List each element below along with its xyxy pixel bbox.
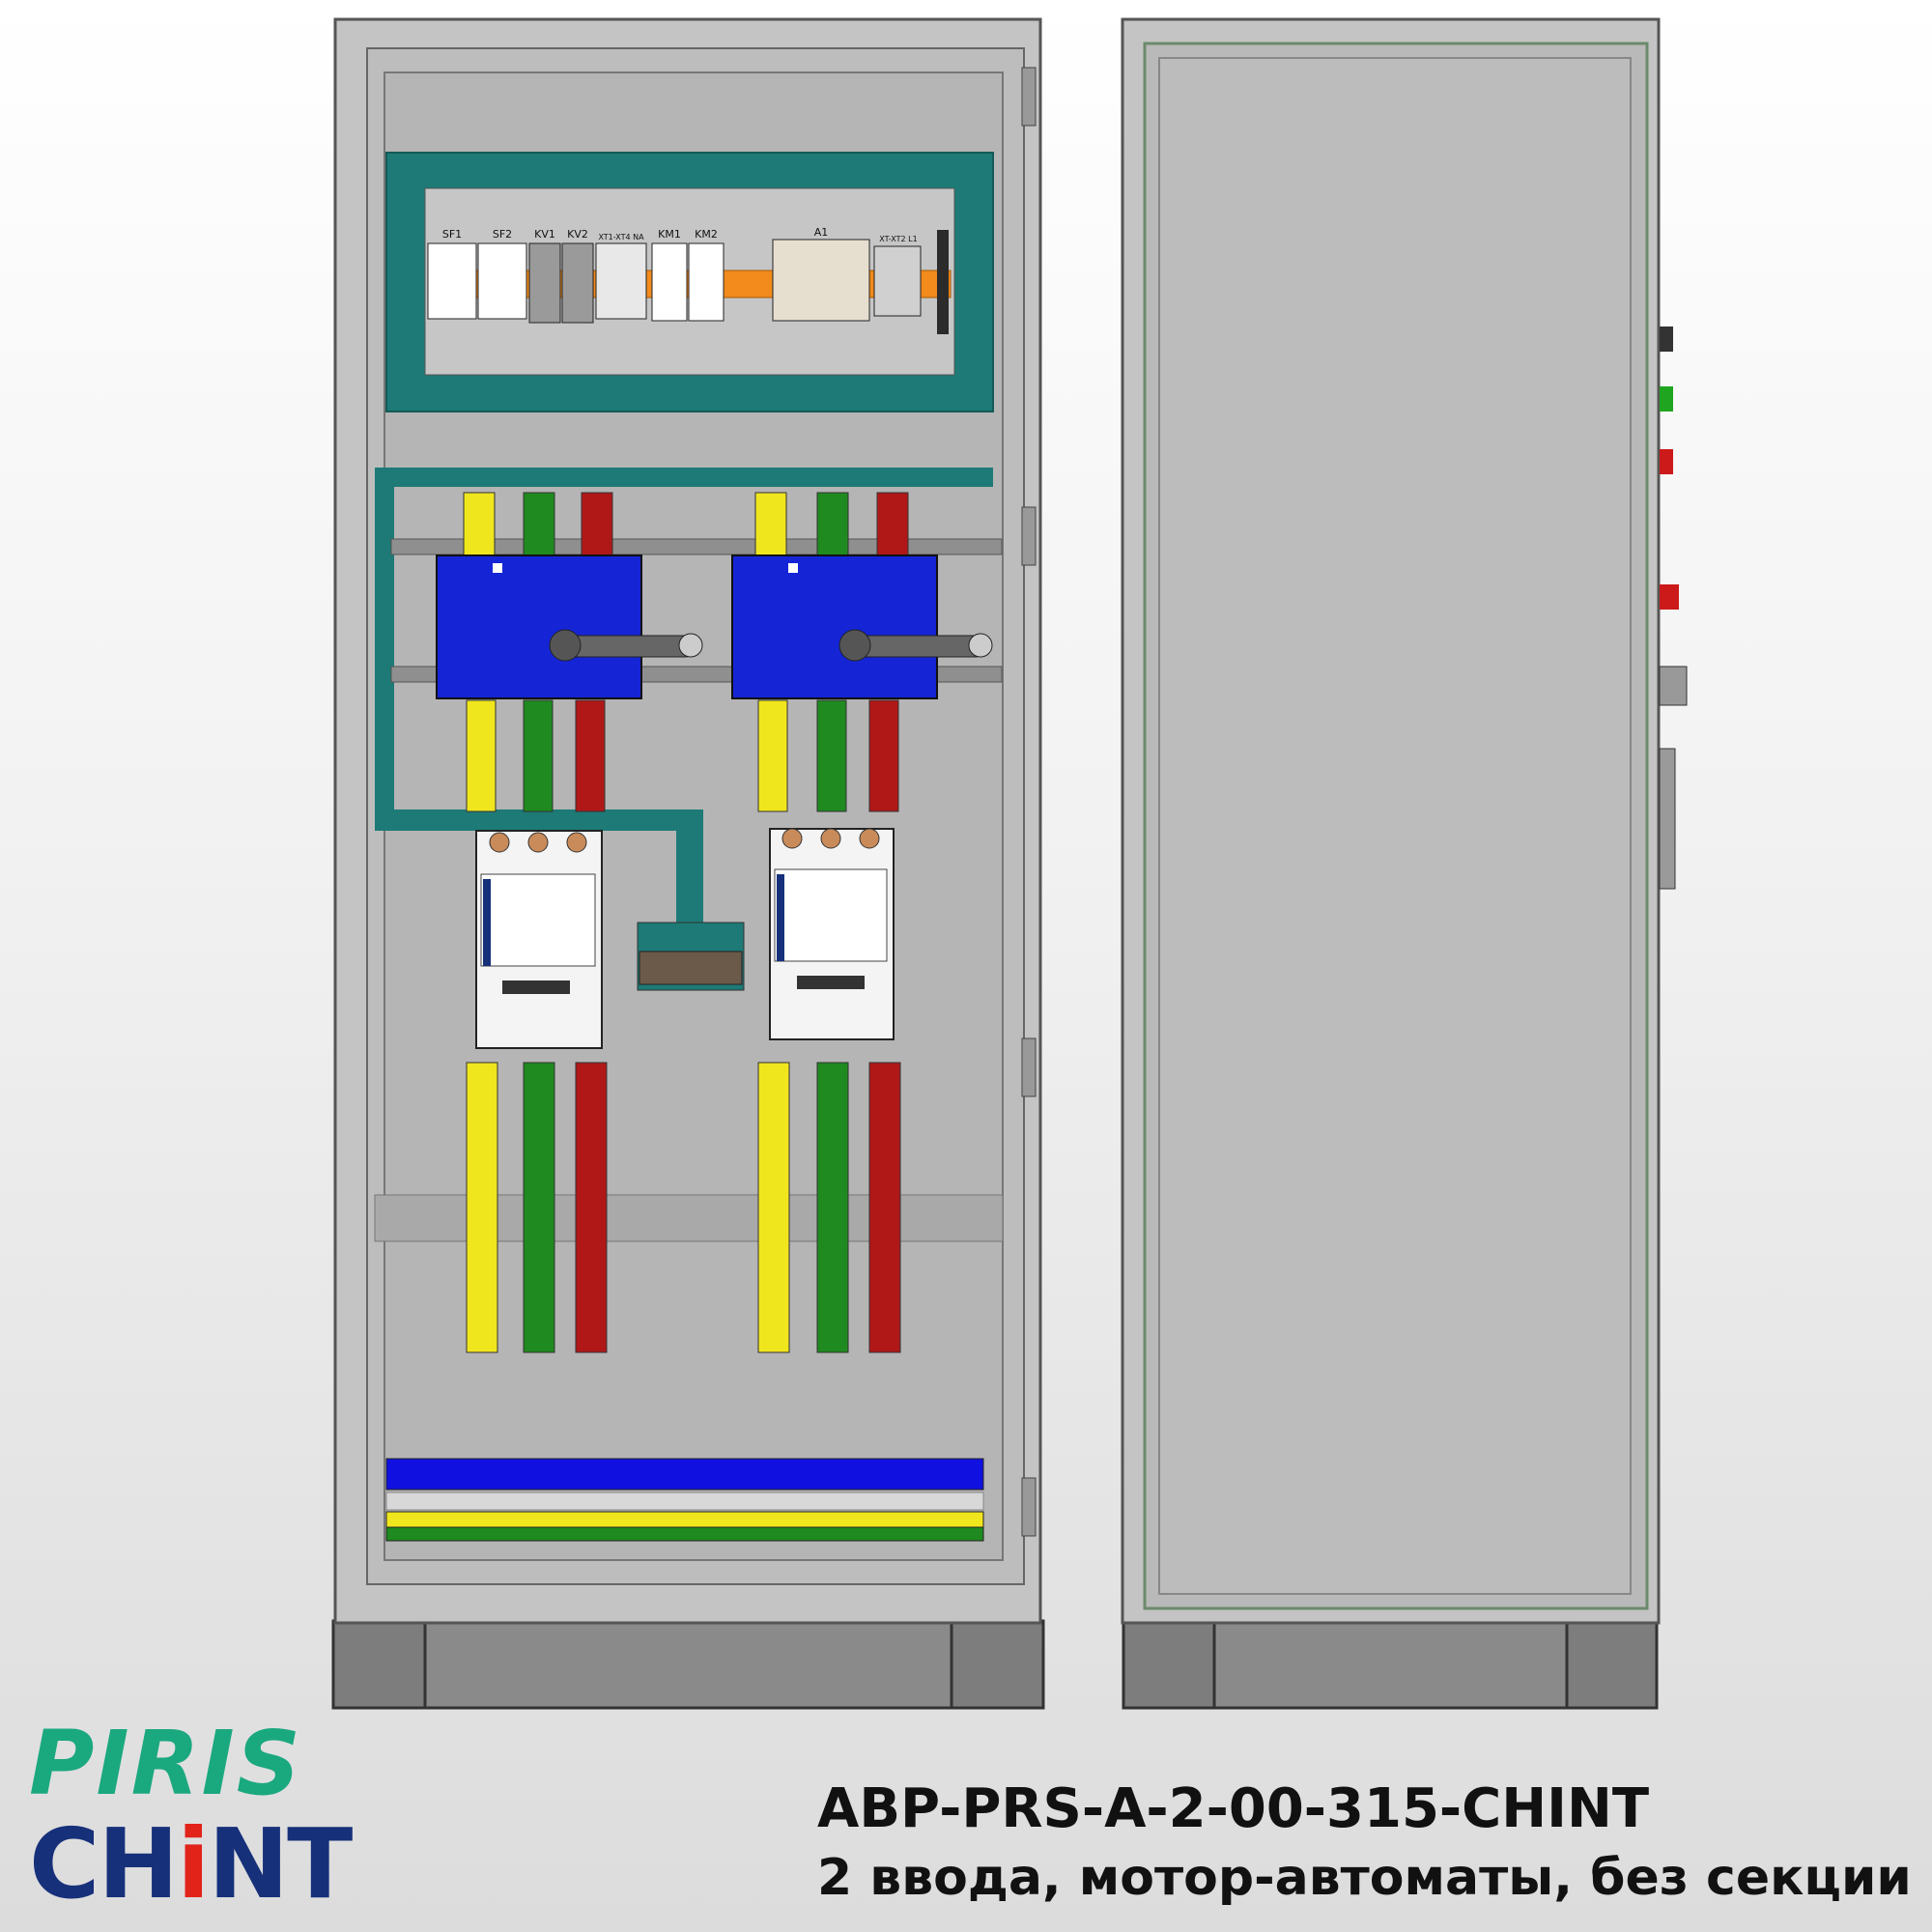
- busbar-l1-bottom-2: [757, 1062, 790, 1353]
- teal-duct-vertical: [375, 468, 394, 825]
- breaker-1-lug: [566, 832, 587, 853]
- selector-switch: [1659, 666, 1688, 706]
- label-a1: A1: [814, 226, 829, 239]
- switch-1-knob: [678, 633, 703, 658]
- busbar-l3-bottom-2: [868, 1062, 901, 1353]
- bar-support: [385, 1492, 984, 1511]
- breaker-sf1: [427, 242, 477, 320]
- contactor-km2: [688, 242, 724, 322]
- busbar-l2-bottom-1: [523, 1062, 555, 1353]
- switch-2-pivot: [838, 629, 871, 662]
- busbar-l3-bottom-1: [575, 1062, 608, 1353]
- product-description: 2 ввода, мотор-автоматы, без секции: [817, 1849, 1912, 1907]
- breaker-sf2: [477, 242, 527, 320]
- terminals-mid: [595, 242, 647, 320]
- relay-kv2: [561, 242, 594, 324]
- label-mid: XT1-XT4 NA: [598, 233, 644, 242]
- busbar-l2-mid-1: [523, 699, 554, 812]
- breaker-2-lug: [820, 828, 841, 849]
- chint-wordmark-end: NT: [208, 1807, 353, 1920]
- label-km2: KM2: [695, 228, 718, 241]
- teal-duct-horizontal: [375, 468, 993, 487]
- hinge: [1021, 1477, 1037, 1537]
- hinge: [1021, 1037, 1037, 1097]
- red-lamp: [1660, 449, 1673, 474]
- busbar-l1-mid-1: [466, 699, 497, 812]
- busbar-l1-mid-2: [757, 699, 788, 812]
- door-handle: [1659, 748, 1676, 890]
- piris-wordmark: PIRIS: [29, 1712, 302, 1815]
- hinge: [1021, 67, 1037, 127]
- busbar-l3-top-1: [581, 492, 613, 561]
- label-kv2: KV2: [567, 228, 588, 241]
- breaker-1-lug: [527, 832, 549, 853]
- pe-bar-green: [385, 1526, 984, 1542]
- switch-2-window: [788, 563, 798, 573]
- busbar-l3-top-2: [876, 492, 909, 561]
- breaker-1-lug: [489, 832, 510, 853]
- cabinet-drawing: SF1 SF2 KV1 KV2 XT1-XT4 NA KM1 KM2 A1 XT…: [331, 17, 1688, 1710]
- controller-a1: [772, 239, 870, 322]
- busbar-l1-top-2: [754, 492, 787, 561]
- busbar-l1-top-1: [463, 492, 496, 561]
- emergency-button: [1660, 584, 1679, 610]
- terminal-box-row: [639, 951, 743, 985]
- breaker-2-panel: [774, 868, 888, 962]
- breaker-1-terminals: [502, 980, 570, 994]
- piris-logo: PIRIS: [29, 1719, 302, 1808]
- label-sf1: SF1: [442, 228, 462, 241]
- breaker-2-stripe: [777, 874, 784, 961]
- breaker-1-stripe: [483, 879, 491, 966]
- hinge: [1021, 506, 1037, 566]
- breaker-2-lug: [859, 828, 880, 849]
- busbar-l2-bottom-2: [816, 1062, 849, 1353]
- breaker-2-lug: [781, 828, 803, 849]
- switch-1-pivot: [549, 629, 582, 662]
- relay-kv1: [528, 242, 561, 324]
- open-cabinet-front-view: SF1 SF2 KV1 KV2 XT1-XT4 NA KM1 KM2 A1 XT…: [331, 17, 1045, 1710]
- breaker-2-terminals: [797, 976, 865, 989]
- busbar-l1-bottom-1: [466, 1062, 498, 1353]
- chint-logo: CHiNT: [29, 1816, 353, 1913]
- pe-bar-yellow: [385, 1511, 984, 1528]
- switch-1-window: [493, 563, 502, 573]
- teal-duct-lower: [375, 810, 703, 831]
- breaker-1-panel: [480, 873, 596, 967]
- label-km1: KM1: [658, 228, 681, 241]
- green-lamp: [1660, 386, 1673, 412]
- busbar-l2-mid-2: [816, 699, 847, 812]
- chint-wordmark-i: i: [177, 1807, 210, 1920]
- changeover-switch-1: [436, 554, 642, 699]
- label-sf2: SF2: [493, 228, 512, 241]
- product-code: ABP-PRS-A-2-00-315-CHINT: [817, 1777, 1650, 1840]
- right-plinth-cover: [1212, 1621, 1569, 1710]
- busbar-l3-mid-1: [575, 699, 606, 812]
- teal-duct-drop: [676, 810, 703, 925]
- terminal-strip: [937, 230, 949, 334]
- busbar-l2-top-1: [523, 492, 555, 561]
- contactor-km1: [651, 242, 688, 322]
- terminal-block-xt: [873, 245, 922, 317]
- neutral-bar: [385, 1458, 984, 1491]
- right-door-inner: [1158, 57, 1632, 1595]
- closed-cabinet-front-view: [1121, 17, 1688, 1710]
- switch-2-knob: [968, 633, 993, 658]
- left-plinth-cover: [423, 1621, 953, 1710]
- side-indicator: [1660, 327, 1673, 352]
- busbar-l2-top-2: [816, 492, 849, 561]
- chint-wordmark-start: CH: [29, 1807, 179, 1920]
- label-xt: XT-XT2 L1: [879, 235, 917, 243]
- changeover-switch-2: [731, 554, 938, 699]
- label-kv1: KV1: [534, 228, 555, 241]
- busbar-l3-mid-2: [868, 699, 899, 812]
